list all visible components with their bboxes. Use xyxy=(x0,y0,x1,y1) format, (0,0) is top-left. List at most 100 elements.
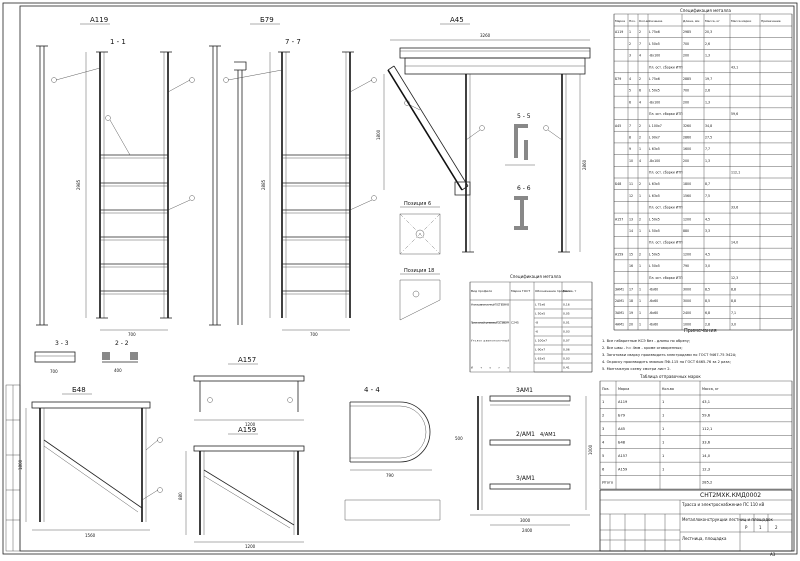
sheet-title: Лестница, площадка xyxy=(682,536,727,541)
spec-cell-mm: 3,0 xyxy=(731,323,736,327)
spec-cell-qty: 4 xyxy=(639,54,641,58)
spec-cell-pos: 13 xyxy=(629,217,633,221)
spec-header-3: Сечение xyxy=(649,19,662,23)
spec-cell-pos: 2 xyxy=(629,42,631,46)
spec-cell-sec: Пл. ост. сборки ИТП xyxy=(649,276,683,280)
spec-cell-len: 700 xyxy=(683,42,689,46)
spec-cell-mass: 6,8 xyxy=(705,311,710,315)
view-b48-label: Б48 xyxy=(72,386,86,394)
steel-cell-m: 0,41 xyxy=(563,366,570,370)
spec-cell-sec: L 50х5 xyxy=(649,217,660,221)
view-b79: Б79 7 - 7 2885 700 xyxy=(209,16,377,337)
spec-cell-qty: 7 xyxy=(639,42,641,46)
spec-cell-pos: 6 xyxy=(629,100,631,104)
mark-cell-n: 5 xyxy=(602,454,604,458)
spec-cell-mark: Б48 xyxy=(615,182,621,186)
section-6-6-label: 6 - 6 xyxy=(517,185,531,192)
section-4-4-label: 4 - 4 xyxy=(364,386,380,394)
spec-header-4: Длина, мм xyxy=(683,19,699,23)
section-3-3: 3 - 3 700 xyxy=(34,340,76,374)
spec-cell-pos: 3 xyxy=(629,54,631,58)
spec-cell-pos: 14 xyxy=(629,229,633,233)
spec-cell-sec: L 50х5 xyxy=(649,89,660,93)
spec-cell-mm: 7,1 xyxy=(731,311,736,315)
doc-code: СНТ2МХК.КМД0002 xyxy=(700,492,761,499)
spec-cell-qty: 4 xyxy=(639,100,641,104)
spec-cell-mass: 20,3 xyxy=(705,30,712,34)
spec-cell-len: 1200 xyxy=(683,252,691,256)
mark-cell-w: 12,3 xyxy=(702,467,710,471)
section-1-1-label: 1 - 1 xyxy=(110,38,126,46)
steel-cell-m: 0,03 xyxy=(563,357,570,361)
spec-cell-pos: 15 xyxy=(629,252,633,256)
section-5-5-label: 5 - 5 xyxy=(517,113,531,120)
spec-cell-pos: 5 xyxy=(629,89,631,93)
spec-cell-pos: 11 xyxy=(629,182,633,186)
spec-cell-pos: 12 xyxy=(629,194,633,198)
spec-cell-mark: 3АМ1 xyxy=(615,311,624,315)
dim-880: 880 xyxy=(178,492,183,500)
spec-cell-qty: 1 xyxy=(639,299,641,303)
spec-cell-pos: 20 xyxy=(629,323,633,327)
dim-3260: 3260 xyxy=(480,33,491,38)
spec-cell-len: 2985 xyxy=(683,30,691,34)
detail-position-6-label: Позиция 6 xyxy=(404,201,431,207)
stage: Р xyxy=(745,525,748,530)
mark-cell-n: 6 xyxy=(602,467,605,471)
steel-cell-d: L 50х5 xyxy=(535,312,545,316)
spec-cell-pos: 4 xyxy=(629,77,631,81)
section-4-4: 4 - 4 790 xyxy=(344,386,441,521)
mark-cell-m: Б79 xyxy=(618,414,626,418)
steel-header-0: Вид профиля xyxy=(471,289,492,293)
steel-table-title: Спецификация металла xyxy=(510,274,561,279)
spec-cell-mm: 12,3 xyxy=(731,276,738,280)
mark-cell-w: 112,1 xyxy=(702,427,712,431)
spec-cell-mark: Б79 xyxy=(615,77,621,81)
steel-cell-m: 0,01 xyxy=(563,321,570,325)
note-line: 4. Окраску производить эмалью ПФ-115 по … xyxy=(602,360,731,364)
spec-cell-sec: -6х60 xyxy=(649,299,658,303)
view-b79-label: Б79 xyxy=(260,16,274,24)
object-name: Металлоконструкции лестниц и площадок xyxy=(682,517,773,522)
spec-cell-sec: L 50х5 xyxy=(649,264,660,268)
spec-cell-mass: 7,5 xyxy=(705,194,710,198)
spec-cell-mass: 8,5 xyxy=(705,299,710,303)
spec-cell-len: 1000 xyxy=(683,323,691,327)
mark-cell-m: Б48 xyxy=(618,440,626,444)
dim-700-c: 700 xyxy=(310,332,318,337)
spec-table-title: Спецификация металла xyxy=(680,8,731,13)
view-a159-label: А159 xyxy=(238,426,256,434)
dim-1560: 1560 xyxy=(85,533,96,538)
spec-cell-sec: Пл. ост. сборки ИТП xyxy=(649,65,683,69)
spec-cell-sec: Пл. ост. сборки ИТП xyxy=(649,241,683,245)
spec-cell-mass: 34,8 xyxy=(705,124,712,128)
spec-header-5: Масса, кг xyxy=(705,19,720,23)
steel-cell-m: 0,03 xyxy=(563,330,570,334)
mark-3am1-sub-label: 3/АМ1 xyxy=(516,475,535,482)
spec-cell-mm: 8,8 xyxy=(731,287,736,291)
mark-header-0: Поз. xyxy=(602,387,610,391)
view-a119: А119 1 - 1 2985 700 xyxy=(36,16,195,337)
spec-cell-mass: 2,8 xyxy=(705,323,710,327)
spec-cell-qty: 6 xyxy=(639,89,641,93)
spec-cell-pos: 9 xyxy=(629,147,631,151)
spec-cell-mass: 19,7 xyxy=(705,77,712,81)
spec-cell-sec: L 100х7 xyxy=(649,124,662,128)
spec-cell-sec: -8х100 xyxy=(649,159,660,163)
spec-cell-sec: L 63х5 xyxy=(649,182,660,186)
spec-cell-sec: -8х100 xyxy=(649,54,660,58)
spec-cell-sec: -6х60 xyxy=(649,287,658,291)
steel-header-2: Обозначение профиля xyxy=(535,289,571,293)
section-7-7-label: 7 - 7 xyxy=(285,38,301,46)
steel-cell-p: Итого xyxy=(471,367,510,370)
steel-cell-m: 0,06 xyxy=(563,348,570,352)
spec-cell-sec: L 50х5 xyxy=(649,42,660,46)
spec-cell-pos: 18 xyxy=(629,299,633,303)
note-line: 2. Все швы - h= 4мм - кроме оговоренных; xyxy=(602,346,683,350)
mark-header-2: Кол-во xyxy=(662,387,674,391)
spec-cell-mark: А119 xyxy=(615,30,623,34)
